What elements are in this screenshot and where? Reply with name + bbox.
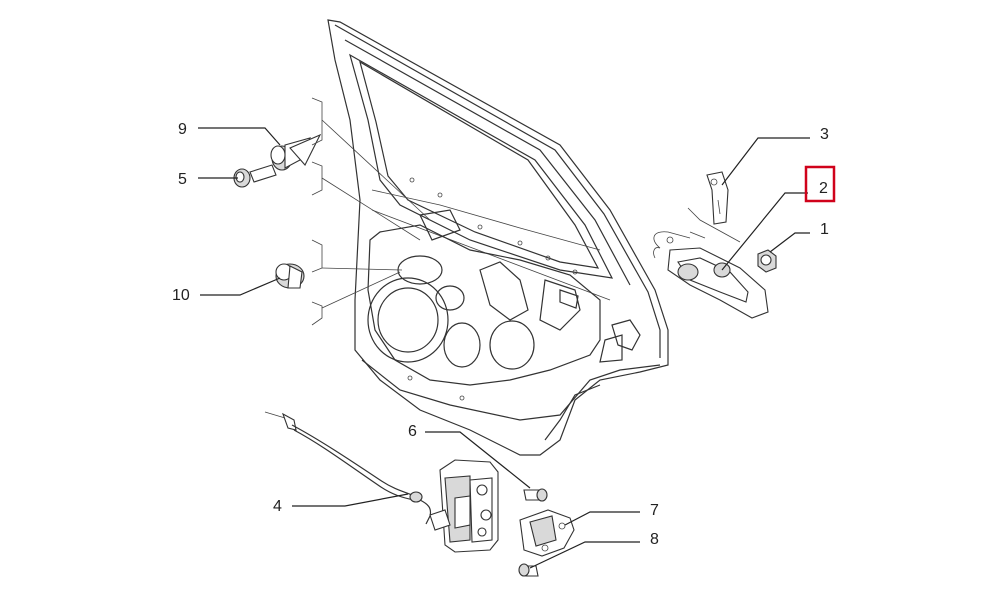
callout-6: 6 (408, 423, 417, 440)
cable-part-4 (264, 411, 432, 525)
callout-5: 5 (178, 171, 187, 188)
callout-2: 2 (819, 180, 828, 197)
bracket-part-3 (706, 171, 729, 225)
highlight-box (804, 165, 836, 203)
callout-4: 4 (273, 498, 282, 515)
callout-8: 8 (650, 531, 659, 548)
callout-3: 3 (820, 126, 829, 143)
striker-part-7 (519, 509, 575, 557)
clip-part-9 (270, 133, 322, 171)
door-lock-assembly (429, 459, 499, 553)
screw-part-8 (518, 563, 539, 577)
bolt-part-6 (523, 488, 548, 502)
callout-9: 9 (178, 121, 187, 138)
callout-10: 10 (172, 287, 190, 304)
callout-labels: 9 5 10 3 2 1 6 4 7 8 (172, 121, 829, 548)
screw-part-5 (233, 164, 277, 188)
grommet-part-10 (275, 263, 305, 289)
callout-7: 7 (650, 502, 659, 519)
reference-brackets (311, 97, 741, 326)
nut-part-1 (757, 249, 777, 273)
door-handle-part-2 (653, 231, 769, 319)
callout-1: 1 (820, 221, 829, 238)
rear-door-panel (327, 19, 669, 456)
leader-lines (198, 127, 810, 569)
